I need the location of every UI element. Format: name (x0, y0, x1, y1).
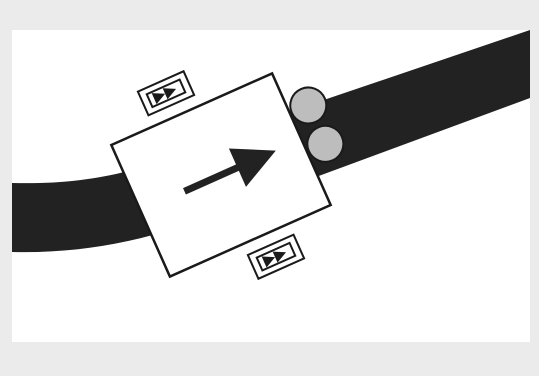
front-sensor-left (289, 86, 328, 125)
double-chevron-icon (151, 88, 177, 105)
double-chevron-icon (261, 251, 287, 268)
direction-arrow-icon (183, 148, 276, 195)
wheel-right (246, 233, 306, 281)
wheel-left (136, 69, 196, 117)
front-sensor-right (306, 124, 345, 163)
robot (109, 69, 345, 281)
